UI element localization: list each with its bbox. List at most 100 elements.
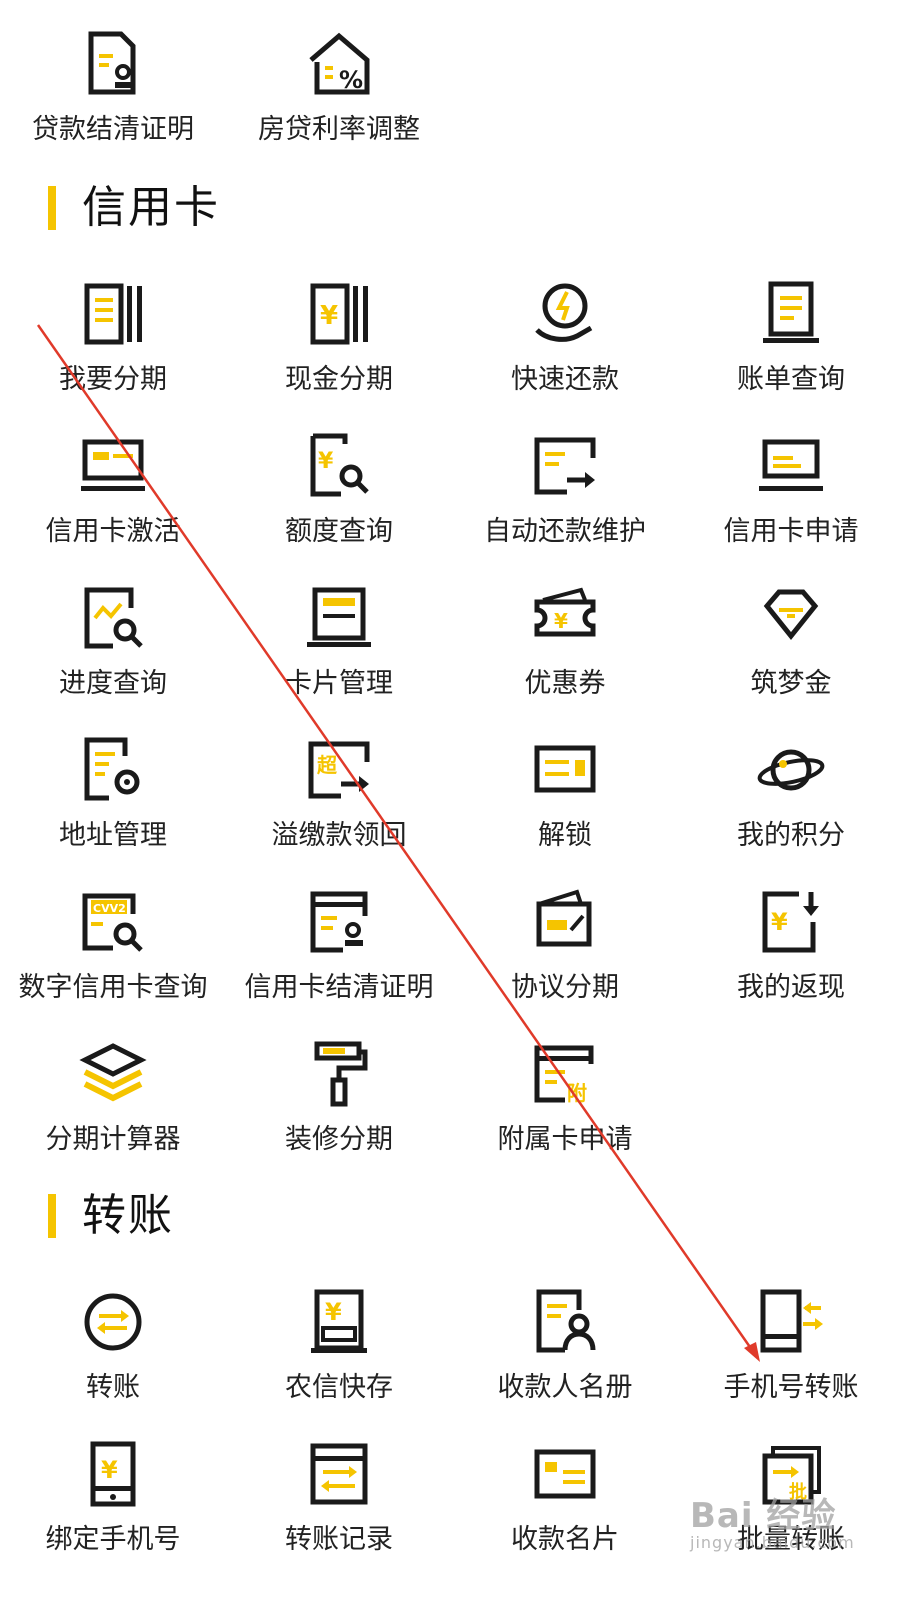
tile-paint-roller[interactable]: 装修分期 <box>226 1038 452 1178</box>
section-accent-bar <box>48 1194 56 1238</box>
tile-label: 信用卡结清证明 <box>244 972 434 1003</box>
tile-coupon[interactable]: ¥ 优惠券 <box>452 582 678 722</box>
tile-label: 转账记录 <box>285 1524 393 1555</box>
tile-batch-transfer[interactable]: 批批量转账 <box>678 1438 904 1578</box>
house-rate-icon: % <box>303 28 375 100</box>
tile-label: 优惠券 <box>524 668 606 699</box>
tile-quick-deposit[interactable]: ¥ 农信快存 <box>226 1286 452 1426</box>
svg-text:¥: ¥ <box>318 449 334 474</box>
installment-icon <box>77 278 149 350</box>
tile-auto-repay[interactable]: 自动还款维护 <box>452 430 678 570</box>
paint-roller-icon <box>303 1038 375 1110</box>
card-manage-icon <box>303 582 375 654</box>
tile-label: 协议分期 <box>511 972 619 1003</box>
section-accent-bar <box>48 186 56 230</box>
tile-card-manage[interactable]: 卡片管理 <box>226 582 452 722</box>
tile-diamond[interactable]: 筑梦金 <box>678 582 904 722</box>
tile-label: 我的返现 <box>737 972 845 1003</box>
progress-query-icon <box>77 582 149 654</box>
tile-agreement-installment[interactable]: 协议分期 <box>452 886 678 1026</box>
svg-text:¥: ¥ <box>325 1298 342 1326</box>
tile-installment[interactable]: 我要分期 <box>0 278 226 418</box>
tile-label: 快速还款 <box>511 364 619 395</box>
layers-calculator-icon <box>77 1038 149 1110</box>
tile-card-apply[interactable]: 信用卡申请 <box>678 430 904 570</box>
transfer-icon <box>77 1286 149 1358</box>
tile-house-rate[interactable]: % 房贷利率调整 <box>226 28 452 168</box>
limit-query-icon: ¥ <box>303 430 375 502</box>
planet-points-icon <box>755 734 827 806</box>
tile-label: 我的积分 <box>737 820 845 851</box>
svg-text:¥: ¥ <box>554 609 568 633</box>
svg-text:附: 附 <box>567 1081 587 1105</box>
tile-bind-phone[interactable]: ¥ 绑定手机号 <box>0 1438 226 1578</box>
tile-supplementary-card[interactable]: 附附属卡申请 <box>452 1038 678 1178</box>
tile-label: 地址管理 <box>59 820 167 851</box>
bind-phone-icon: ¥ <box>77 1438 149 1510</box>
tile-label: 转账 <box>86 1372 140 1403</box>
payee-list-icon <box>529 1286 601 1358</box>
tile-loan-certificate[interactable]: 贷款结清证明 <box>0 28 226 168</box>
tile-phone-transfer[interactable]: 手机号转账 <box>678 1286 904 1426</box>
transfer-record-icon <box>303 1438 375 1510</box>
batch-transfer-icon: 批 <box>755 1438 827 1510</box>
card-apply-icon <box>755 430 827 502</box>
card-certificate-icon <box>303 886 375 958</box>
tile-layers-calculator[interactable]: 分期计算器 <box>0 1038 226 1178</box>
tile-progress-query[interactable]: 进度查询 <box>0 582 226 722</box>
tile-label: 账单查询 <box>737 364 845 395</box>
tile-label: 分期计算器 <box>45 1124 181 1155</box>
unlock-card-icon <box>529 734 601 806</box>
tile-cashback[interactable]: ¥ 我的返现 <box>678 886 904 1026</box>
tile-card-activate[interactable]: 信用卡激活 <box>0 430 226 570</box>
tile-bill-query[interactable]: 账单查询 <box>678 278 904 418</box>
tile-address-manage[interactable]: 地址管理 <box>0 734 226 874</box>
svg-text:CVV2: CVV2 <box>93 902 126 915</box>
tile-label: 数字信用卡查询 <box>18 972 208 1003</box>
section-title-transfer: 转账 <box>48 1194 174 1238</box>
quick-repay-icon <box>529 278 601 350</box>
tile-label: 批量转账 <box>737 1524 845 1555</box>
tile-label: 信用卡激活 <box>45 516 181 547</box>
tile-label: 自动还款维护 <box>484 516 646 547</box>
section-title-text: 信用卡 <box>82 182 220 233</box>
svg-text:¥: ¥ <box>320 301 338 331</box>
card-activate-icon <box>77 430 149 502</box>
bill-query-icon <box>755 278 827 350</box>
tile-label: 信用卡申请 <box>723 516 859 547</box>
section-title-text: 转账 <box>82 1190 174 1241</box>
tile-payee-card[interactable]: 收款名片 <box>452 1438 678 1578</box>
agreement-installment-icon <box>529 886 601 958</box>
tile-label: 绑定手机号 <box>45 1524 181 1555</box>
phone-transfer-icon <box>755 1286 827 1358</box>
tile-unlock-card[interactable]: 解锁 <box>452 734 678 874</box>
cash-installment-icon: ¥ <box>303 278 375 350</box>
tile-label: 收款人名册 <box>497 1372 633 1403</box>
tile-planet-points[interactable]: 我的积分 <box>678 734 904 874</box>
tile-label: 贷款结清证明 <box>32 114 194 145</box>
tile-limit-query[interactable]: ¥ 额度查询 <box>226 430 452 570</box>
tile-transfer[interactable]: 转账 <box>0 1286 226 1426</box>
tile-label: 额度查询 <box>285 516 393 547</box>
svg-text:¥: ¥ <box>771 908 788 936</box>
auto-repay-icon <box>529 430 601 502</box>
tile-cash-installment[interactable]: ¥现金分期 <box>226 278 452 418</box>
coupon-icon: ¥ <box>529 582 601 654</box>
svg-text:%: % <box>339 66 363 94</box>
svg-text:超: 超 <box>316 753 338 777</box>
section-title-credit: 信用卡 <box>48 186 220 230</box>
loan-certificate-icon <box>77 28 149 100</box>
tile-label: 进度查询 <box>59 668 167 699</box>
tile-label: 溢缴款领回 <box>271 820 407 851</box>
tile-card-certificate[interactable]: 信用卡结清证明 <box>226 886 452 1026</box>
tile-label: 解锁 <box>538 820 592 851</box>
tile-payee-list[interactable]: 收款人名册 <box>452 1286 678 1426</box>
diamond-icon <box>755 582 827 654</box>
tile-label: 我要分期 <box>59 364 167 395</box>
tile-transfer-record[interactable]: 转账记录 <box>226 1438 452 1578</box>
tile-cvv2-query[interactable]: CVV2 数字信用卡查询 <box>0 886 226 1026</box>
tile-overpay-return[interactable]: 超溢缴款领回 <box>226 734 452 874</box>
tile-quick-repay[interactable]: 快速还款 <box>452 278 678 418</box>
tile-label: 筑梦金 <box>750 668 832 699</box>
tile-label: 农信快存 <box>285 1372 393 1403</box>
